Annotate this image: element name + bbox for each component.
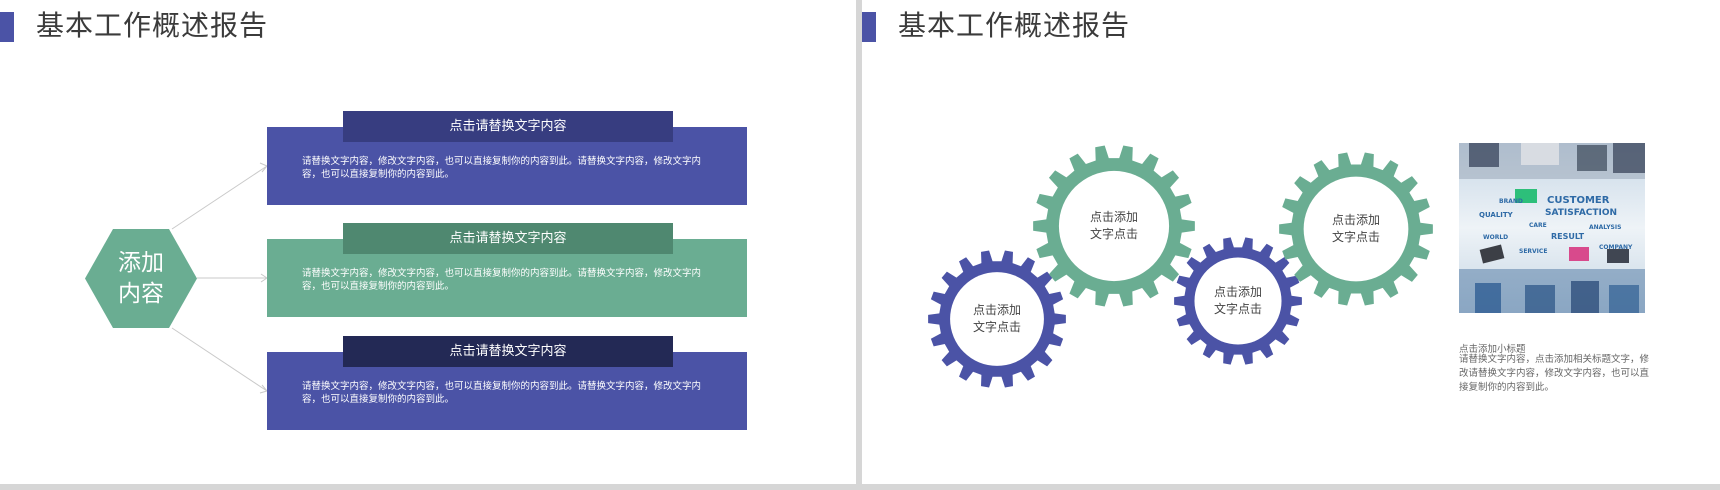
image-word: RESULT: [1551, 232, 1585, 241]
connector-line-bottom: [171, 327, 268, 392]
slide-title: 基本工作概述报告: [898, 9, 1131, 42]
gear-2-label: 点击添加 文字点击: [1089, 210, 1138, 241]
content-box-2[interactable]: 点击请替换文字内容 请替换文字内容，修改文字内容，也可以直接复制你的内容到此。请…: [267, 223, 747, 317]
content-box-3-body[interactable]: 请替换文字内容，修改文字内容，也可以直接复制你的内容到此。请替换文字内容，修改文…: [302, 381, 702, 405]
slide-title: 基本工作概述报告: [36, 9, 269, 42]
caption-title[interactable]: 点击添加小标题: [1459, 344, 1526, 355]
gear-1[interactable]: 点击添加 文字点击: [927, 249, 1067, 389]
image-word: SATISFACTION: [1545, 208, 1617, 218]
gear-center: [1303, 176, 1409, 282]
caption-body[interactable]: 请替换文字内容，点击添加相关标题文字，修改请替换文字内容，修改文字内容，也可以直…: [1459, 354, 1650, 393]
content-box-1[interactable]: 点击请替换文字内容 请替换文字内容，修改文字内容，也可以直接复制你的内容到此。请…: [267, 111, 747, 205]
gear-4[interactable]: 点击添加 文字点击: [1278, 151, 1434, 307]
content-box-2-header[interactable]: 点击请替换文字内容: [343, 223, 673, 254]
content-box-2-body[interactable]: 请替换文字内容，修改文字内容，也可以直接复制你的内容到此。请替换文字内容，修改文…: [302, 268, 702, 292]
title-accent-bar: [0, 12, 14, 42]
image-word: CUSTOMER: [1547, 195, 1610, 206]
gear-center: [1194, 257, 1282, 345]
hexagon-center[interactable]: 添加 内容: [85, 229, 197, 328]
hexagon-text: 添加 内容: [118, 249, 164, 307]
content-box-1-body[interactable]: 请替换文字内容，修改文字内容，也可以直接复制你的内容到此。请替换文字内容，修改文…: [302, 156, 702, 180]
gear-3[interactable]: 点击添加 文字点击: [1173, 236, 1303, 366]
content-box-3-header[interactable]: 点击请替换文字内容: [343, 336, 673, 367]
gear-3-icon: [1174, 237, 1302, 365]
image-word: WORLD: [1483, 234, 1508, 241]
image-word: SERVICE: [1519, 248, 1547, 255]
customer-satisfaction-image: CUSTOMER SATISFACTION QUALITY RESULT COMPANY…: [1459, 143, 1645, 313]
slide-right: 基本工作概述报告 点击添加 文字点击 点击添加 文字点击 点击添加 文字点击 点…: [862, 0, 1720, 484]
gear-3-label: 点击添加 文字点击: [1213, 285, 1262, 316]
slide-left: 基本工作概述报告 添加 内容 点击请替换文字内容 请替换文字内容，修改文字内容，…: [0, 0, 856, 484]
image-word: QUALITY: [1479, 211, 1514, 219]
gear-center: [950, 272, 1044, 366]
gear-4-icon: [1279, 152, 1433, 306]
gear-1-label: 点击添加 文字点击: [972, 303, 1021, 334]
gear-center: [1058, 170, 1170, 282]
image-word: CARE: [1529, 222, 1547, 229]
connector-line-top: [171, 165, 268, 230]
image-word: BRAND: [1499, 198, 1523, 205]
gear-1-icon: [928, 250, 1066, 388]
title-accent-bar: [862, 12, 876, 42]
content-box-1-header[interactable]: 点击请替换文字内容: [343, 111, 673, 142]
gear-4-label: 点击添加 文字点击: [1331, 213, 1380, 244]
gear-2[interactable]: 点击添加 文字点击: [1032, 144, 1196, 308]
content-box-3[interactable]: 点击请替换文字内容 请替换文字内容，修改文字内容，也可以直接复制你的内容到此。请…: [267, 336, 747, 430]
image-word: ANALYSIS: [1589, 224, 1621, 231]
arrowhead-top: [259, 162, 268, 173]
image-word: COMPANY: [1599, 244, 1633, 251]
gear-2-icon: [1033, 145, 1195, 307]
